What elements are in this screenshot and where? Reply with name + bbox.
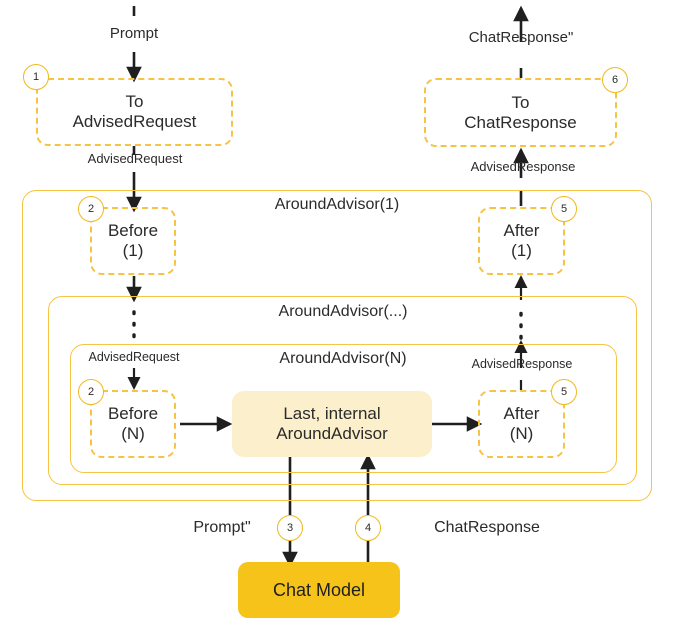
- node-after-1-label: After (1): [503, 221, 540, 260]
- node-to-chat-response[interactable]: To ChatResponse: [424, 78, 617, 147]
- node-after-n[interactable]: After (N): [478, 390, 565, 458]
- node-last-internal-around-advisor[interactable]: Last, internal AroundAdvisor: [232, 391, 432, 457]
- badge-5-after-1: 5: [551, 196, 577, 222]
- node-before-n-label: Before (N): [107, 404, 159, 443]
- node-to-advised-request-label: To AdvisedRequest: [72, 92, 197, 131]
- badge-5-after-n: 5: [551, 379, 577, 405]
- node-last-internal-label: Last, internal AroundAdvisor: [276, 404, 388, 443]
- group-around-advisor-n: [70, 344, 617, 473]
- node-before-1-label: Before (1): [107, 221, 159, 260]
- badge-1: 1: [23, 64, 49, 90]
- node-chat-model-label: Chat Model: [272, 579, 366, 600]
- badge-2-before-1: 2: [78, 196, 104, 222]
- node-to-chat-response-label: To ChatResponse: [464, 92, 577, 132]
- badge-6: 6: [602, 67, 628, 93]
- node-to-advised-request[interactable]: To AdvisedRequest: [36, 78, 233, 146]
- badge-2-before-n: 2: [78, 379, 104, 405]
- node-before-n[interactable]: Before (N): [90, 390, 176, 458]
- node-after-1[interactable]: After (1): [478, 207, 565, 275]
- group-around-advisor-dots: [48, 296, 637, 485]
- badge-4: 4: [355, 515, 381, 541]
- group-around-advisor-1: [22, 190, 652, 501]
- node-after-n-label: After (N): [503, 404, 540, 443]
- badge-3: 3: [277, 515, 303, 541]
- node-before-1[interactable]: Before (1): [90, 207, 176, 275]
- node-chat-model[interactable]: Chat Model: [238, 562, 400, 618]
